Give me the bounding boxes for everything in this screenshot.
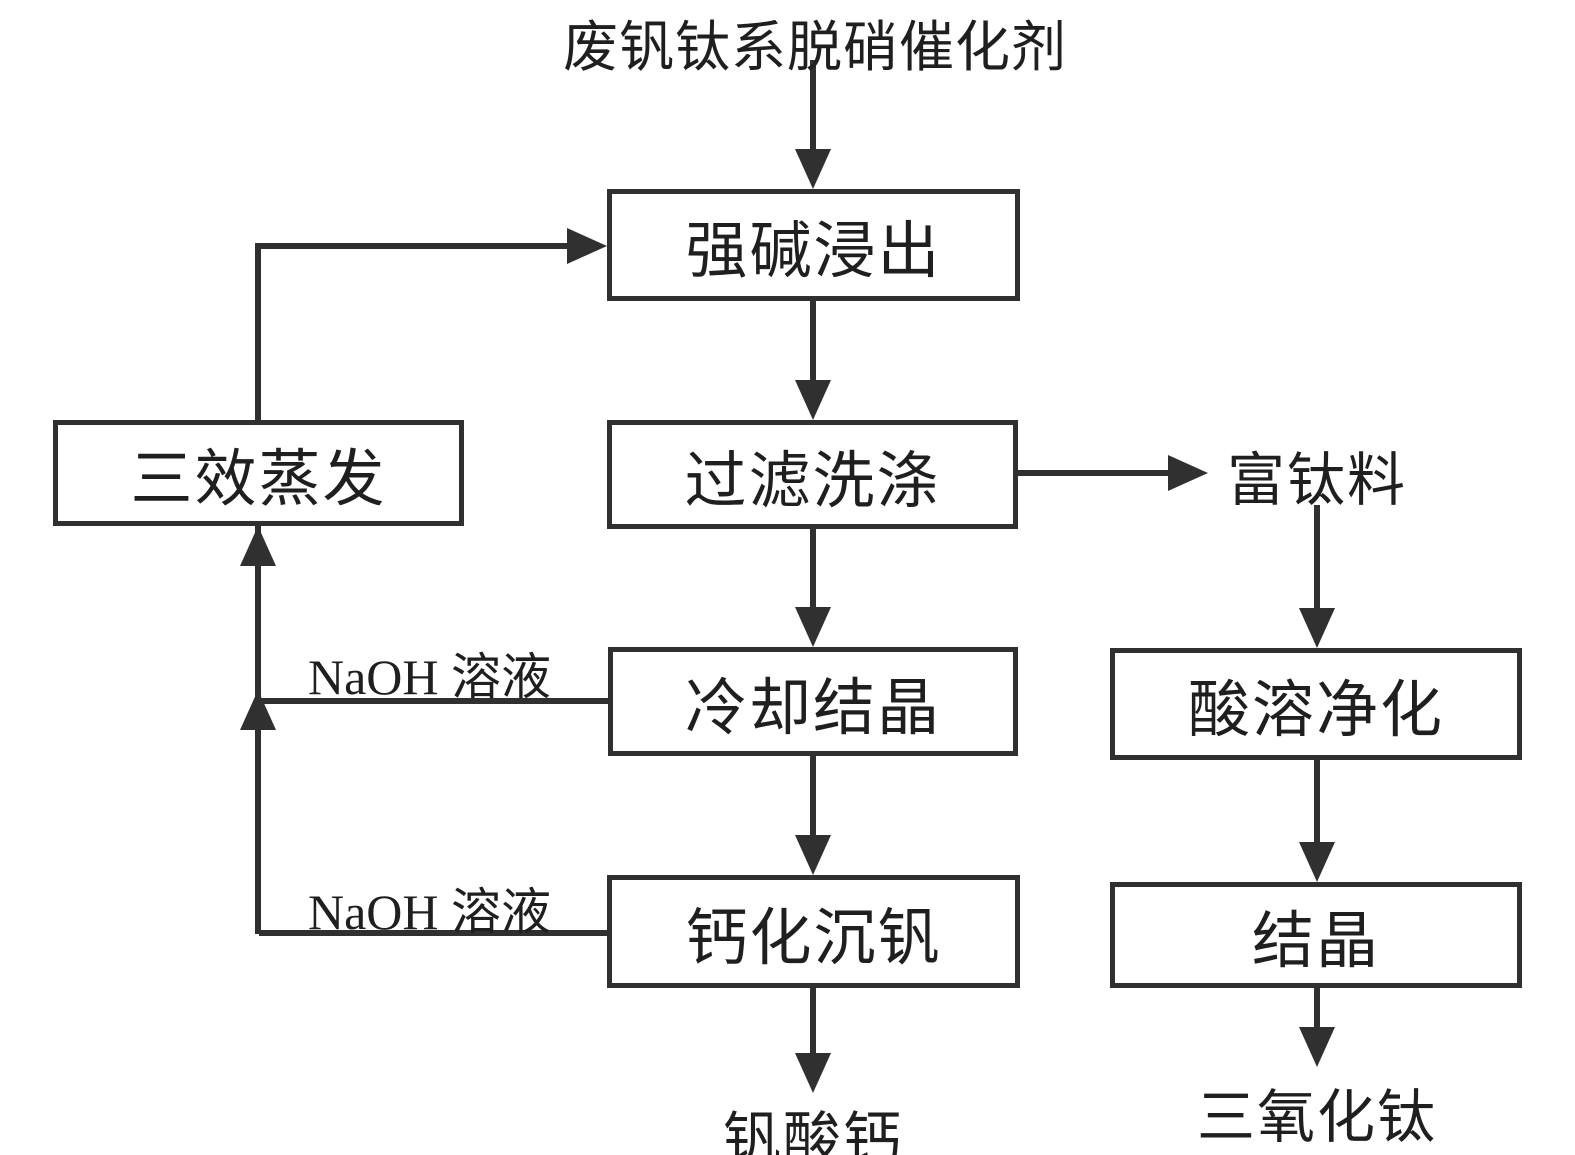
naoh-solution-lower-label: NaOH 溶液 [308,884,552,940]
process-box-calcification-vanadium-precipitation: 钙化沉钒 [607,875,1020,988]
process-box-cooling-crystallization: 冷却结晶 [608,647,1018,756]
calcium-vanadate-label: 钒酸钙 [722,1107,903,1155]
arrow-acid-purification-to-crystallization-shaft [1314,760,1320,848]
arrow-source-to-alkali-leaching-head [795,149,831,189]
arrow-source-to-alkali-leaching-shaft [810,60,816,152]
naoh-riser-junction-head [240,690,276,730]
arrow-filter-washing-to-cooling-crystallization-shaft [810,529,816,613]
source-material-label: 废钒钛系脱硝催化剂 [562,17,1067,78]
naoh-riser-into-evaporation-head [240,526,276,566]
arrow-crystallization-to-titanium-trioxide-head [1299,1027,1335,1067]
titanium-trioxide-label: 三氧化钛 [1196,1085,1437,1150]
recycle-to-alkali-leaching-head [567,228,607,264]
process-box-acid-dissolution-purification: 酸溶净化 [1110,648,1522,760]
process-box-triple-effect-evaporation: 三效蒸发 [53,420,464,526]
process-box-crystallization: 结晶 [1110,882,1522,988]
arrow-cooling-crystallization-to-calcification-head [795,835,831,875]
process-box-alkali-leaching: 强碱浸出 [607,189,1020,301]
recycle-evaporation-top-run [255,243,573,249]
recycle-evaporation-riser [255,243,261,422]
arrow-crystallization-to-titanium-trioxide-shaft [1314,988,1320,1033]
arrow-alkali-leaching-to-filter-washing-shaft [810,301,816,386]
titanium-rich-material-label: 富钛料 [1226,448,1407,513]
arrow-cooling-crystallization-to-calcification-shaft [810,756,816,841]
arrow-filter-washing-to-titanium-rich-shaft [1018,470,1176,476]
arrow-alkali-leaching-to-filter-washing-head [795,380,831,420]
arrow-calcification-to-calcium-vanadate-head [795,1053,831,1093]
naoh-upper-run [259,698,609,704]
arrow-calcification-to-calcium-vanadate-shaft [810,988,816,1059]
process-box-filter-washing: 过滤洗涤 [607,420,1018,529]
arrow-filter-washing-to-titanium-rich-head [1168,455,1208,491]
arrow-titanium-rich-to-acid-purification-shaft [1314,505,1320,614]
naoh-lower-run [259,930,609,936]
arrow-filter-washing-to-cooling-crystallization-head [795,607,831,647]
naoh-solution-upper-label: NaOH 溶液 [308,649,552,705]
arrow-acid-purification-to-crystallization-head [1299,842,1335,882]
arrow-titanium-rich-to-acid-purification-head [1299,608,1335,648]
